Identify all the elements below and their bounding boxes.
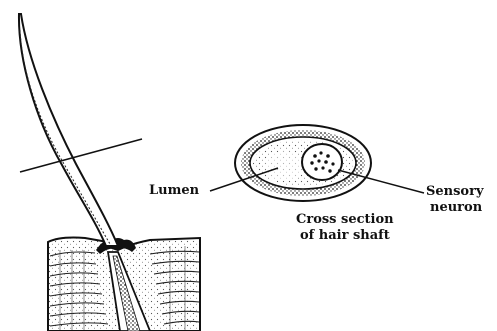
caption-line1: Cross section <box>296 212 394 227</box>
section-line <box>20 139 142 172</box>
cross-section <box>235 125 371 201</box>
hair-shaft <box>19 14 118 246</box>
lumen-label: Lumen <box>149 183 199 198</box>
sensory-label-line2: neuron <box>430 200 482 215</box>
sensory-neuron-bundle <box>302 144 342 180</box>
lumen-area <box>265 151 305 181</box>
sensory-label-line1: Sensory <box>426 184 484 199</box>
caption-line2: of hair shaft <box>300 228 390 243</box>
